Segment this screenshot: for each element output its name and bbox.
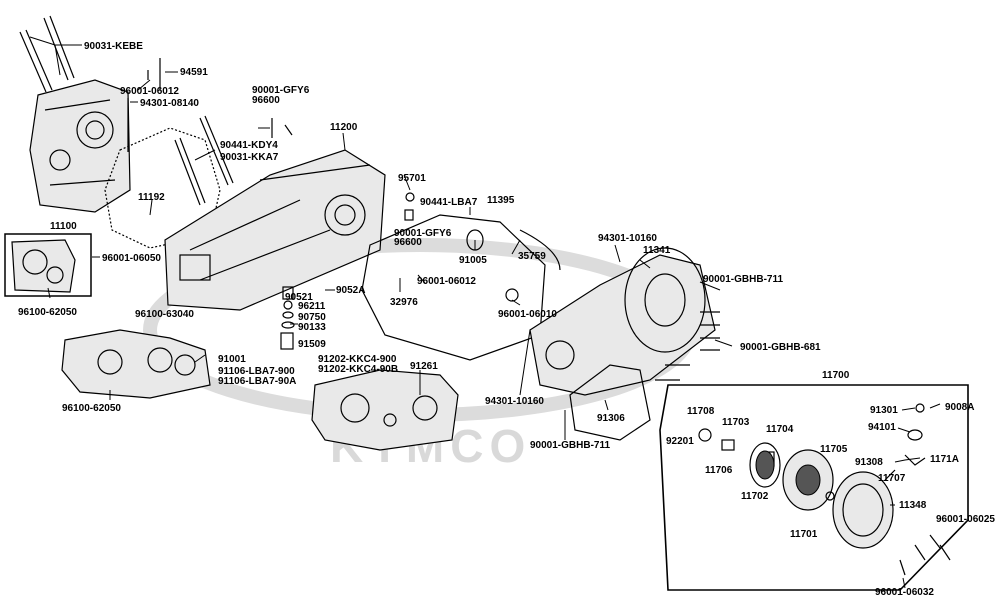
label-90031-kebe: 90031-KEBE [84, 41, 143, 52]
label-96600-a: 96600 [252, 95, 280, 106]
label-11707: 11707 [878, 473, 906, 484]
label-94101: 94101 [868, 422, 896, 433]
small-bolts-cluster [127, 58, 415, 221]
right-crankcase-11200 [164, 149, 386, 311]
label-96100-62050-b: 96100-62050 [62, 403, 121, 414]
label-11708: 11708 [687, 406, 715, 417]
label-11395: 11395 [487, 195, 515, 206]
label-90133: 90133 [298, 322, 326, 333]
label-90441-lba7: 90441-LBA7 [420, 197, 478, 208]
label-9008a: 9008A [945, 402, 974, 413]
label-90521: 90521 [285, 292, 313, 303]
label-90001-gbhb-711-b: 90001-GBHB-711 [530, 440, 610, 451]
label-96001-06012-b: 96001-06012 [417, 276, 476, 287]
transmission-case-96100-63040 [61, 329, 211, 399]
label-96100-63040: 96100-63040 [135, 309, 194, 320]
label-96600-b: 96600 [394, 237, 422, 248]
label-90001-gfy6-b: 90001-GFY6 [394, 228, 452, 239]
left-crankcase-11100 [29, 79, 131, 213]
label-11702: 11702 [741, 491, 769, 502]
bolts-bottom-right [899, 534, 951, 576]
label-11100: 11100 [50, 221, 77, 232]
label-91308: 91308 [855, 457, 883, 468]
cable-35759 [505, 229, 561, 302]
label-11348: 11348 [899, 500, 927, 511]
label-35759: 35759 [518, 251, 546, 262]
long-studs-kebe [19, 15, 75, 93]
label-90001-gbhb-711-a: 90001-GBHB-711 [703, 274, 783, 285]
label-91306: 91306 [597, 413, 625, 424]
label-94301-10160-b: 94301-10160 [485, 396, 544, 407]
label-11704: 11704 [766, 424, 794, 435]
label-96001-06032: 96001-06032 [875, 587, 934, 598]
label-91202-kkc4-900: 91202-KKC4-900 [318, 354, 397, 365]
label-32976: 32976 [390, 297, 418, 308]
recoil-parts [698, 403, 926, 549]
label-96001-06025: 96001-06025 [936, 514, 995, 525]
label-9052a: 9052A [336, 285, 365, 296]
label-11703: 11703 [722, 417, 750, 428]
label-11200: 11200 [330, 122, 358, 133]
part-labels: 90031-KEBE 94591 96001-06012 94301-08140… [18, 41, 995, 598]
label-11701: 11701 [790, 529, 818, 540]
label-11705: 11705 [820, 444, 848, 455]
label-96211: 96211 [298, 301, 326, 312]
label-91261: 91261 [410, 361, 438, 372]
label-96001-06010: 96001-06010 [498, 309, 557, 320]
bolts-gbhb-681 [655, 311, 720, 381]
transmission-case-91202 [311, 369, 459, 451]
label-94301-08140: 94301-08140 [140, 98, 199, 109]
label-11341: 11341 [643, 245, 671, 256]
label-90001-gfy6-a: 90001-GFY6 [252, 85, 310, 96]
label-91005: 91005 [459, 255, 487, 266]
label-92201: 92201 [666, 436, 694, 447]
label-91106-lba7-900: 91106-LBA7-900 [218, 366, 295, 377]
clutch-cover-11341 [529, 247, 716, 396]
label-96001-06012-a: 96001-06012 [120, 86, 179, 97]
label-90441-kdy4: 90441-KDY4 [220, 140, 278, 151]
label-94301-10160-a: 94301-10160 [598, 233, 657, 244]
label-91106-lba7-90a: 91106-LBA7-90A [218, 376, 296, 387]
label-91202-kkc4-90b: 91202-KKC4-90B [318, 364, 398, 375]
label-95701: 95701 [398, 173, 426, 184]
label-11192: 11192 [138, 192, 165, 203]
label-90750: 90750 [298, 312, 326, 323]
label-91301: 91301 [870, 405, 898, 416]
label-96001-06050: 96001-06050 [102, 253, 161, 264]
oil-pump-cover-box [4, 233, 92, 297]
filter-stack-9052a [280, 286, 295, 350]
label-91001: 91001 [218, 354, 246, 365]
label-11700: 11700 [822, 370, 850, 381]
studs-kka7 [174, 115, 234, 206]
label-91509: 91509 [298, 339, 326, 350]
label-96100-62050-a: 96100-62050 [18, 307, 77, 318]
label-94591: 94591 [180, 67, 208, 78]
recoil-starter-box-11700 [659, 384, 969, 591]
label-1171a: 1171A [930, 454, 959, 465]
label-90031-kka7: 90031-KKA7 [220, 152, 279, 163]
label-90001-gbhb-681: 90001-GBHB-681 [740, 342, 821, 353]
gasket-91306 [569, 364, 651, 441]
leader-lines [29, 36, 941, 589]
gasket-11395 [361, 214, 546, 361]
label-11706: 11706 [705, 465, 733, 476]
